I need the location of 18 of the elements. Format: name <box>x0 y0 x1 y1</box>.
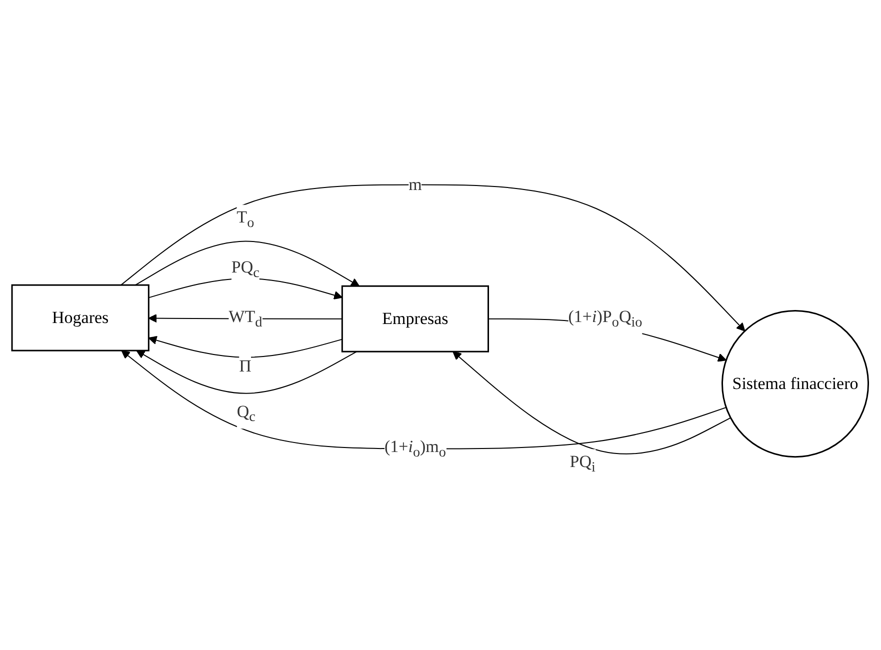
arrow <box>452 350 732 454</box>
node-box: Hogares <box>12 284 150 351</box>
edge-label: WT$_{d}$ <box>229 306 263 330</box>
arrow <box>122 350 728 449</box>
arrow <box>148 336 344 358</box>
node-box: Empresas <box>342 284 490 352</box>
edge-label: T$_{o}$ <box>237 207 255 231</box>
edge-label: Q$_{c}$ <box>237 401 256 425</box>
edge-label: (1+i)P$_{o}$Q$_{io}$ <box>568 306 643 330</box>
arrow <box>135 240 360 286</box>
edge-label: PQ$_{i}$ <box>570 452 596 476</box>
edge-label: m <box>408 174 422 194</box>
arrow <box>136 350 358 394</box>
edge-label: PQ$_{c}$ <box>232 256 260 280</box>
edge-label: (1+i$_{o}$)m$_{o}$ <box>384 436 446 460</box>
node-circle: Sistema finacciero <box>722 310 870 458</box>
edge-label: Π <box>239 356 252 376</box>
arrow <box>120 184 746 331</box>
